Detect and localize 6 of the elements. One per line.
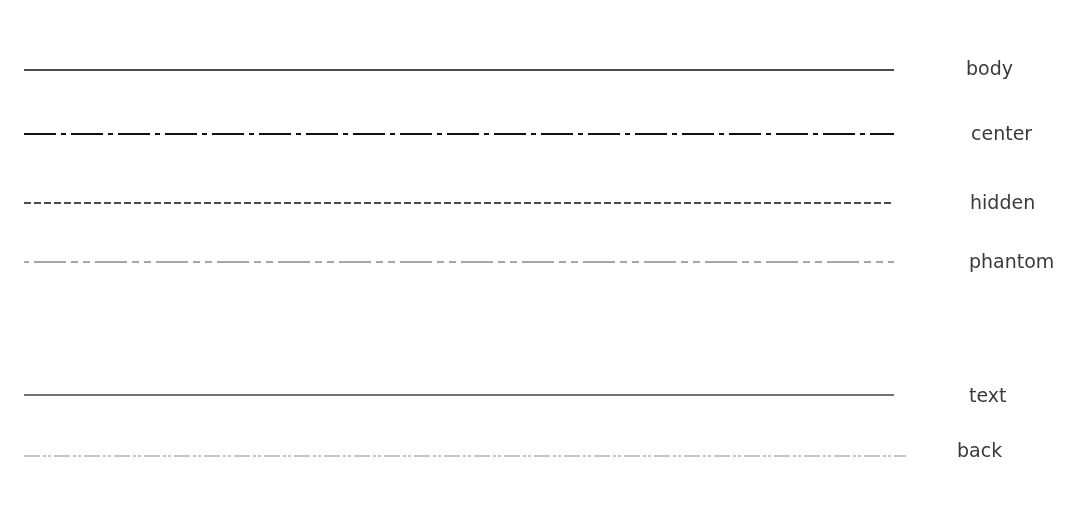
legend-label: text <box>969 384 1007 406</box>
legend-label: hidden <box>970 191 1036 213</box>
legend-label: body <box>966 57 1013 79</box>
legend-label: center <box>971 122 1033 144</box>
legend-label: back <box>957 439 1003 461</box>
legend-label: phantom <box>969 250 1055 272</box>
